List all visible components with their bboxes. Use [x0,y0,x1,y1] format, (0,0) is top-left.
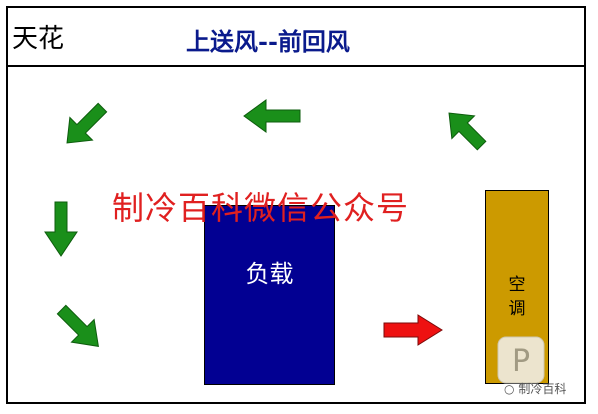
supply-air-arrow [383,314,443,346]
load-block: 负载 [204,205,335,385]
air-conditioner-label: 空 调 [486,273,548,321]
airflow-arrow-down-left [66,102,108,144]
brand-caption-text: 制冷百科 [518,382,567,396]
airflow-arrow-up-right [448,112,487,151]
airflow-arrow-down-right [56,304,99,347]
airflow-arrow-top-left [243,99,301,133]
brand-logo-caption: ○ 制冷百科 [504,380,566,397]
diagram-title: 上送风--前回风 [186,27,350,56]
brand-logo-icon: P [497,336,545,384]
ac-label-line-1: 空 [508,275,526,295]
ceiling-label: 天花 [12,24,65,54]
chat-bubble-icon: ○ [504,382,515,396]
load-label: 负载 [245,260,294,288]
ceiling-divider [6,65,586,67]
airflow-arrow-down [44,201,78,257]
watermark-text: 制冷百科微信公众号 [112,189,410,227]
ac-label-line-2: 调 [508,299,526,319]
brand-logo-glyph: P [512,344,530,379]
